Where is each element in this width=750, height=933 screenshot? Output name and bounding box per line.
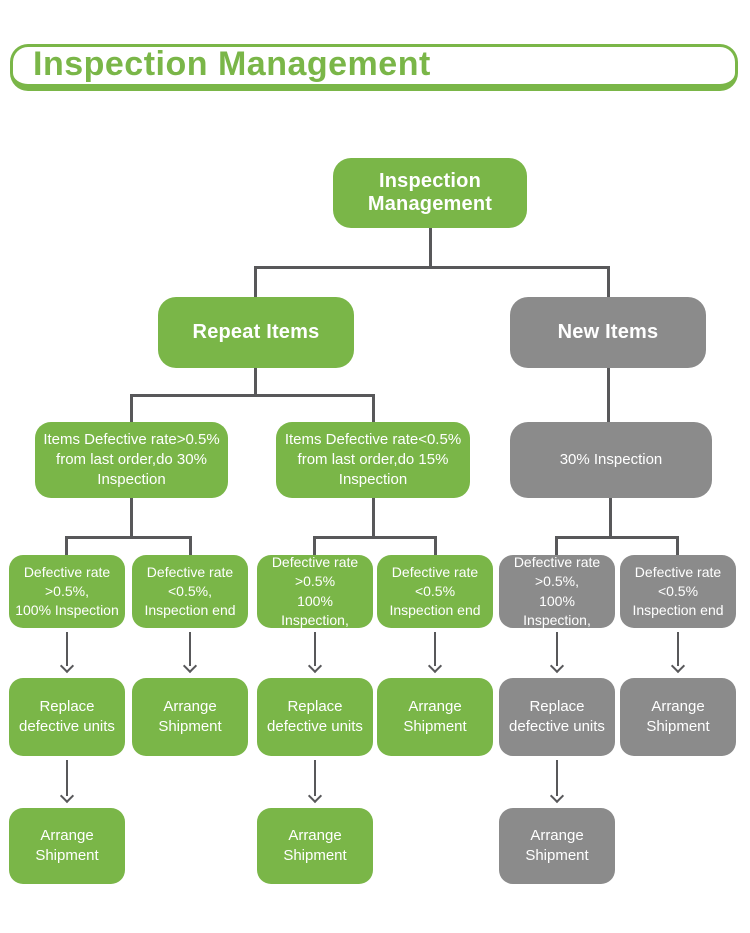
connector-l3a-right <box>189 536 192 555</box>
page-title-banner: Inspection Management <box>10 44 738 91</box>
node-final-arrange-shipment-3: Arrange Shipment <box>499 808 615 884</box>
node-replace-defective-units-2: Replace defective units <box>257 678 373 756</box>
node-arrange-shipment-3: Arrange Shipment <box>620 678 736 756</box>
down-arrow-icon <box>549 788 565 804</box>
flow-arrow-shaft <box>66 632 68 666</box>
node-repeat-low-defective-rate: Items Defective rate<0.5% from last orde… <box>276 422 470 498</box>
node-new-inspection-end: Defective rate <0.5% Inspection end <box>620 555 736 628</box>
node-arrange-shipment-2: Arrange Shipment <box>377 678 493 756</box>
node-new-100-inspection: Defective rate >0.5%, 100% Inspection, <box>499 554 615 628</box>
node-arrange-shipment-1: Arrange Shipment <box>132 678 248 756</box>
node-repeat-items: Repeat Items <box>158 297 354 368</box>
node-new-items: New Items <box>510 297 706 368</box>
down-arrow-icon <box>307 658 323 674</box>
node-repeat-low-100-inspection: Defective rate >0.5% 100% Inspection, <box>257 554 373 628</box>
connector-root-stem <box>429 228 432 268</box>
down-arrow-icon <box>59 658 75 674</box>
node-final-arrange-shipment-2: Arrange Shipment <box>257 808 373 884</box>
node-repeat-high-defective-rate: Items Defective rate>0.5% from last orde… <box>35 422 228 498</box>
connector-l3a-stem <box>130 498 133 538</box>
down-arrow-icon <box>549 658 565 674</box>
connector-repeat-bar <box>130 394 375 397</box>
flow-arrow-shaft <box>314 760 316 796</box>
node-repeat-low-inspection-end: Defective rate <0.5% Inspection end <box>377 555 493 628</box>
down-arrow-icon <box>307 788 323 804</box>
flow-arrow-shaft <box>189 632 191 666</box>
connector-to-repeat-low <box>372 394 375 422</box>
down-arrow-icon <box>59 788 75 804</box>
connector-l3a-bar <box>65 536 192 539</box>
node-new-30-percent-inspection: 30% Inspection <box>510 422 712 498</box>
node-repeat-high-inspection-end: Defective rate <0.5%, Inspection end <box>132 555 248 628</box>
connector-new-stem <box>607 368 610 422</box>
node-final-arrange-shipment-1: Arrange Shipment <box>9 808 125 884</box>
connector-l3b-left <box>313 536 316 555</box>
connector-to-repeat-items <box>254 266 257 297</box>
page-title: Inspection Management <box>33 45 431 83</box>
connector-l3c-bar <box>555 536 679 539</box>
flow-arrow-shaft <box>556 632 558 666</box>
flow-arrow-shaft <box>66 760 68 796</box>
node-replace-defective-units-1: Replace defective units <box>9 678 125 756</box>
flow-arrow-shaft <box>434 632 436 666</box>
connector-l3a-left <box>65 536 68 555</box>
connector-l3c-right <box>676 536 679 555</box>
down-arrow-icon <box>182 658 198 674</box>
connector-to-new-items <box>607 266 610 297</box>
connector-l3b-bar <box>313 536 436 539</box>
connector-to-repeat-high <box>130 394 133 422</box>
connector-repeat-stem <box>254 368 257 396</box>
connector-l3c-stem <box>609 498 612 538</box>
flow-arrow-shaft <box>556 760 558 796</box>
down-arrow-icon <box>427 658 443 674</box>
connector-l3c-left <box>555 536 558 555</box>
node-repeat-high-100-inspection: Defective rate >0.5%, 100% Inspection <box>9 555 125 628</box>
node-inspection-management: Inspection Management <box>333 158 527 228</box>
connector-l3b-stem <box>372 498 375 538</box>
flow-arrow-shaft <box>314 632 316 666</box>
connector-l3b-right <box>434 536 437 555</box>
connector-root-bar <box>254 266 610 269</box>
flow-arrow-shaft <box>677 632 679 666</box>
down-arrow-icon <box>670 658 686 674</box>
node-replace-defective-units-3: Replace defective units <box>499 678 615 756</box>
